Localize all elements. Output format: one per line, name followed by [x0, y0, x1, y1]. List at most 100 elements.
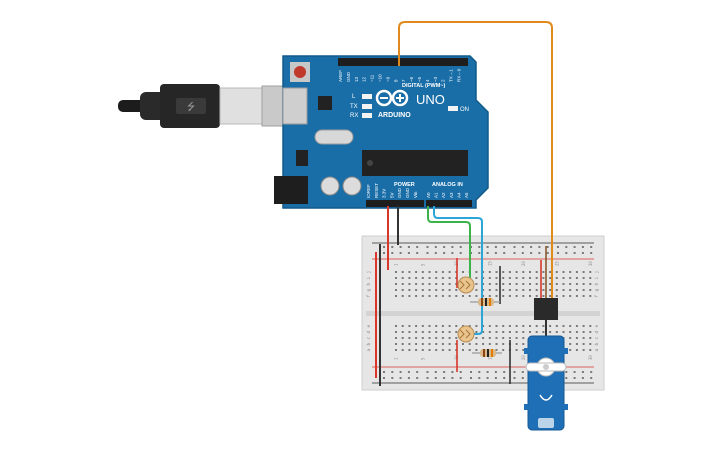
breadboard-hole[interactable] [478, 246, 481, 248]
breadboard-hole[interactable] [488, 331, 491, 333]
breadboard-hole[interactable] [590, 246, 593, 248]
breadboard-hole[interactable] [399, 252, 402, 254]
breadboard-hole[interactable] [555, 325, 558, 327]
breadboard-hole[interactable] [462, 343, 464, 345]
breadboard-hole[interactable] [549, 331, 552, 333]
breadboard-hole[interactable] [515, 295, 518, 297]
breadboard-hole[interactable] [441, 331, 444, 333]
breadboard-hole[interactable] [508, 271, 511, 273]
breadboard-hole[interactable] [582, 277, 585, 279]
breadboard-hole[interactable] [408, 277, 411, 279]
breadboard-hole[interactable] [482, 337, 485, 339]
breadboard-hole[interactable] [522, 289, 525, 291]
breadboard-hole[interactable] [451, 371, 454, 373]
breadboard-hole[interactable] [582, 331, 585, 333]
servo-motor[interactable] [524, 335, 568, 431]
breadboard-hole[interactable] [569, 283, 572, 285]
breadboard-hole[interactable] [478, 252, 481, 254]
breadboard-hole[interactable] [575, 337, 578, 339]
breadboard-hole[interactable] [448, 289, 451, 291]
breadboard-hole[interactable] [428, 295, 431, 297]
breadboard-hole[interactable] [502, 283, 505, 285]
breadboard-hole[interactable] [582, 289, 585, 291]
breadboard-hole[interactable] [421, 277, 424, 279]
breadboard-hole[interactable] [401, 277, 404, 279]
breadboard-hole[interactable] [569, 289, 572, 291]
breadboard-hole[interactable] [557, 246, 559, 248]
breadboard-hole[interactable] [521, 252, 524, 254]
breadboard-hole[interactable] [542, 325, 545, 327]
breadboard-hole[interactable] [395, 277, 397, 279]
breadboard-hole[interactable] [522, 343, 525, 345]
breadboard-hole[interactable] [502, 337, 505, 339]
breadboard-hole[interactable] [475, 331, 478, 333]
breadboard-hole[interactable] [475, 337, 478, 339]
breadboard-hole[interactable] [582, 271, 585, 273]
breadboard-hole[interactable] [401, 271, 404, 273]
breadboard-hole[interactable] [555, 331, 558, 333]
breadboard-hole[interactable] [542, 283, 545, 285]
breadboard-hole[interactable] [408, 337, 411, 339]
breadboard-hole[interactable] [549, 325, 552, 327]
breadboard-hole[interactable] [522, 325, 525, 327]
breadboard-hole[interactable] [421, 283, 424, 285]
breadboard-hole[interactable] [468, 295, 471, 297]
breadboard-hole[interactable] [441, 325, 444, 327]
breadboard-hole[interactable] [589, 343, 592, 345]
breadboard-hole[interactable] [488, 289, 491, 291]
breadboard-hole[interactable] [459, 377, 462, 379]
breadboard-hole[interactable] [383, 246, 385, 248]
breadboard-hole[interactable] [494, 252, 497, 254]
breadboard-hole[interactable] [391, 377, 394, 379]
breadboard-hole[interactable] [503, 377, 506, 379]
breadboard-hole[interactable] [399, 246, 402, 248]
breadboard-hole[interactable] [582, 283, 585, 285]
breadboard-hole[interactable] [503, 246, 506, 248]
breadboard-hole[interactable] [513, 371, 516, 373]
breadboard-hole[interactable] [434, 246, 437, 248]
breadboard-hole[interactable] [391, 246, 394, 248]
breadboard-hole[interactable] [569, 277, 572, 279]
breadboard-hole[interactable] [515, 349, 518, 351]
breadboard-hole[interactable] [502, 331, 505, 333]
breadboard-hole[interactable] [538, 252, 541, 254]
photoresistor-2[interactable] [457, 325, 475, 343]
breadboard-hole[interactable] [575, 283, 578, 285]
breadboard-hole[interactable] [401, 337, 404, 339]
breadboard-hole[interactable] [535, 331, 538, 333]
breadboard-hole[interactable] [562, 283, 565, 285]
breadboard-hole[interactable] [486, 246, 489, 248]
breadboard-hole[interactable] [448, 283, 451, 285]
breadboard-hole[interactable] [391, 252, 394, 254]
breadboard-hole[interactable] [495, 277, 498, 279]
breadboard-hole[interactable] [448, 349, 451, 351]
breadboard-hole[interactable] [415, 349, 418, 351]
breadboard-hole[interactable] [399, 371, 402, 373]
power-header[interactable] [366, 200, 424, 207]
breadboard-hole[interactable] [573, 246, 576, 248]
breadboard-hole[interactable] [494, 371, 497, 373]
breadboard-hole[interactable] [562, 331, 565, 333]
breadboard-hole[interactable] [486, 377, 489, 379]
breadboard-hole[interactable] [513, 252, 516, 254]
breadboard-hole[interactable] [383, 377, 385, 379]
breadboard-hole[interactable] [434, 371, 437, 373]
wire-green-a0[interactable] [427, 206, 471, 285]
breadboard-hole[interactable] [508, 331, 511, 333]
breadboard-hole[interactable] [573, 252, 576, 254]
breadboard-hole[interactable] [408, 295, 411, 297]
breadboard-hole[interactable] [488, 283, 491, 285]
breadboard-hole[interactable] [555, 277, 558, 279]
breadboard-hole[interactable] [428, 349, 431, 351]
breadboard-hole[interactable] [482, 325, 485, 327]
breadboard-hole[interactable] [462, 295, 464, 297]
breadboard-hole[interactable] [575, 271, 578, 273]
breadboard-hole[interactable] [508, 295, 511, 297]
breadboard-hole[interactable] [515, 277, 518, 279]
breadboard-hole[interactable] [421, 325, 424, 327]
breadboard-hole[interactable] [535, 283, 538, 285]
breadboard-hole[interactable] [502, 295, 505, 297]
breadboard-hole[interactable] [428, 337, 431, 339]
breadboard-hole[interactable] [495, 289, 498, 291]
breadboard-hole[interactable] [495, 283, 498, 285]
